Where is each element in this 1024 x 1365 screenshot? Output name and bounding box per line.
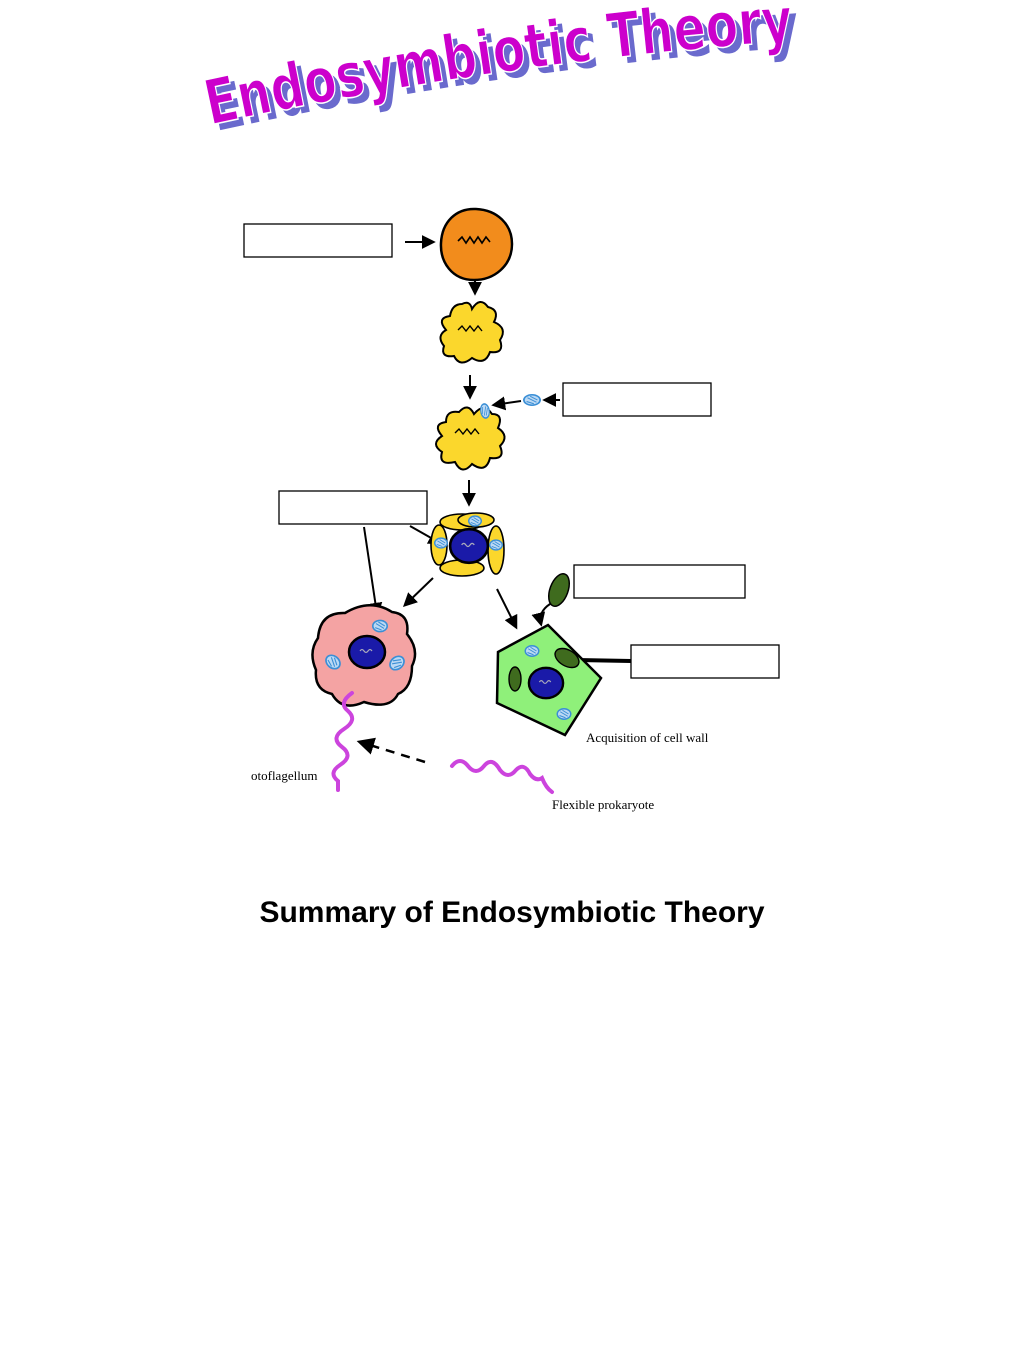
answer-box-5[interactable] (630, 644, 780, 679)
label-flexible-prokaryote: Flexible prokaryote (552, 797, 654, 812)
answer-box-4[interactable] (573, 564, 746, 599)
pointer-box5-to-chloroplast (576, 658, 632, 663)
ancestral-cell (439, 207, 514, 282)
flexible-prokaryote (450, 759, 554, 794)
answer-box-3[interactable] (278, 490, 428, 525)
engulfing-cell (435, 401, 506, 471)
arrow-to-plant-cell (496, 588, 518, 630)
infolded-cell (439, 301, 504, 364)
protoflagellum (331, 691, 355, 792)
answer-box-2[interactable] (562, 382, 712, 417)
aerobic-bacterium (523, 393, 541, 407)
label-protoflagellum: otoflagellum (251, 768, 317, 783)
pointer-box3-to-animal (363, 526, 383, 617)
plant-cell (495, 623, 603, 737)
answer-box-1[interactable] (243, 223, 393, 258)
arrow-chloroplast-entry (531, 603, 551, 627)
animal-cell (311, 604, 417, 707)
dashed-arrow-prokaryote (356, 737, 426, 764)
eukaryotic-cell (430, 512, 505, 577)
figure-caption: Summary of Endosymbiotic Theory (259, 896, 765, 929)
label-cell-wall: Acquisition of cell wall (586, 730, 709, 745)
arrow-to-animal-cell (402, 577, 434, 607)
endosymbiosis-diagram: otoflagellum Flexible prokaryote Acquisi… (243, 207, 780, 812)
free-chloroplast (547, 572, 571, 608)
arrow-bacterium-to-cell (491, 396, 522, 411)
title-banner: Endosymbiotic Theory Endosymbiotic Theor… (197, 0, 800, 146)
